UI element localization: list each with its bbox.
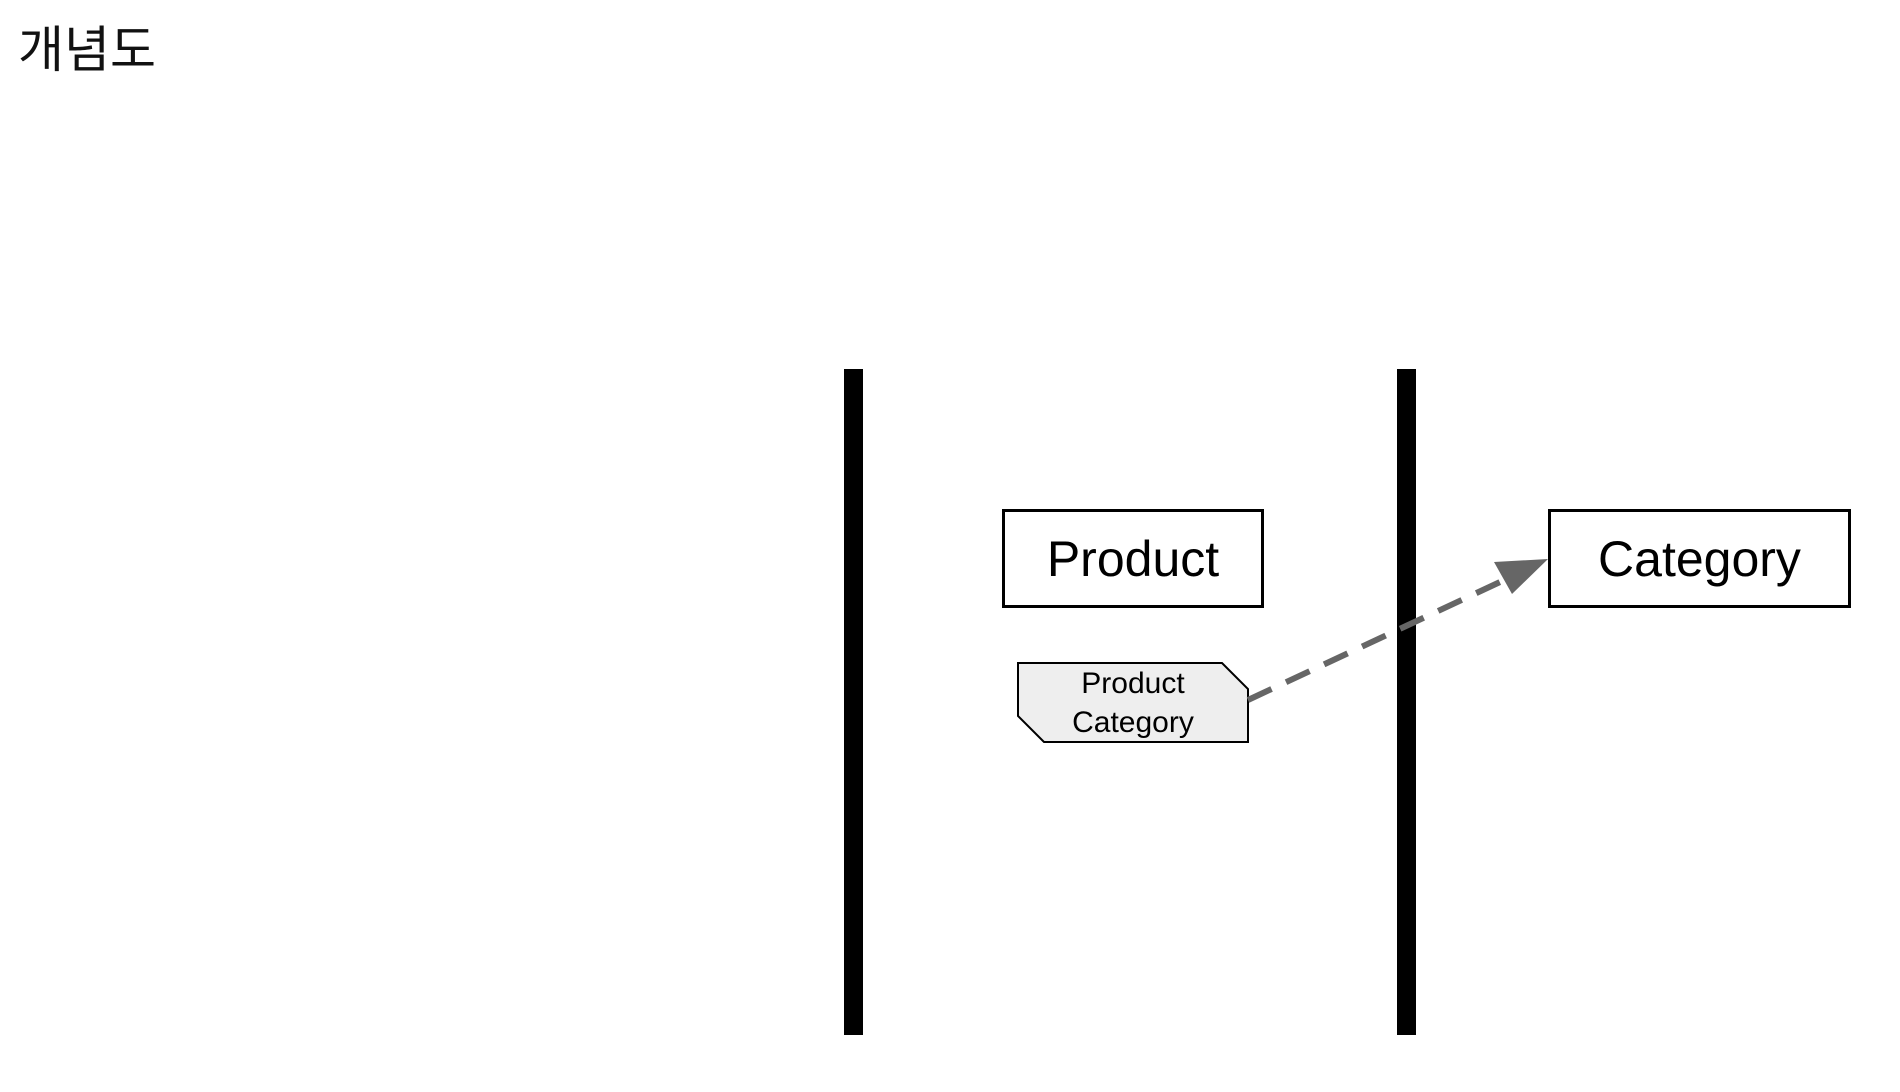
note-line-1: Product <box>1081 666 1185 700</box>
swimlane-divider-right <box>1397 369 1416 1035</box>
entity-category-label: Category <box>1598 530 1801 587</box>
note-product-category[interactable]: Product Category <box>1018 663 1248 742</box>
entity-product[interactable]: Product <box>1002 509 1264 608</box>
page-title: 개념도 <box>18 21 156 79</box>
note-shape <box>1017 662 1249 743</box>
note-line-2: Category <box>1072 705 1194 739</box>
entity-category[interactable]: Category <box>1548 509 1851 608</box>
swimlane-divider-left <box>844 369 863 1035</box>
dependency-arrow-line <box>1246 572 1517 703</box>
arrowhead-icon <box>1494 559 1548 594</box>
entity-product-label: Product <box>1046 530 1220 587</box>
